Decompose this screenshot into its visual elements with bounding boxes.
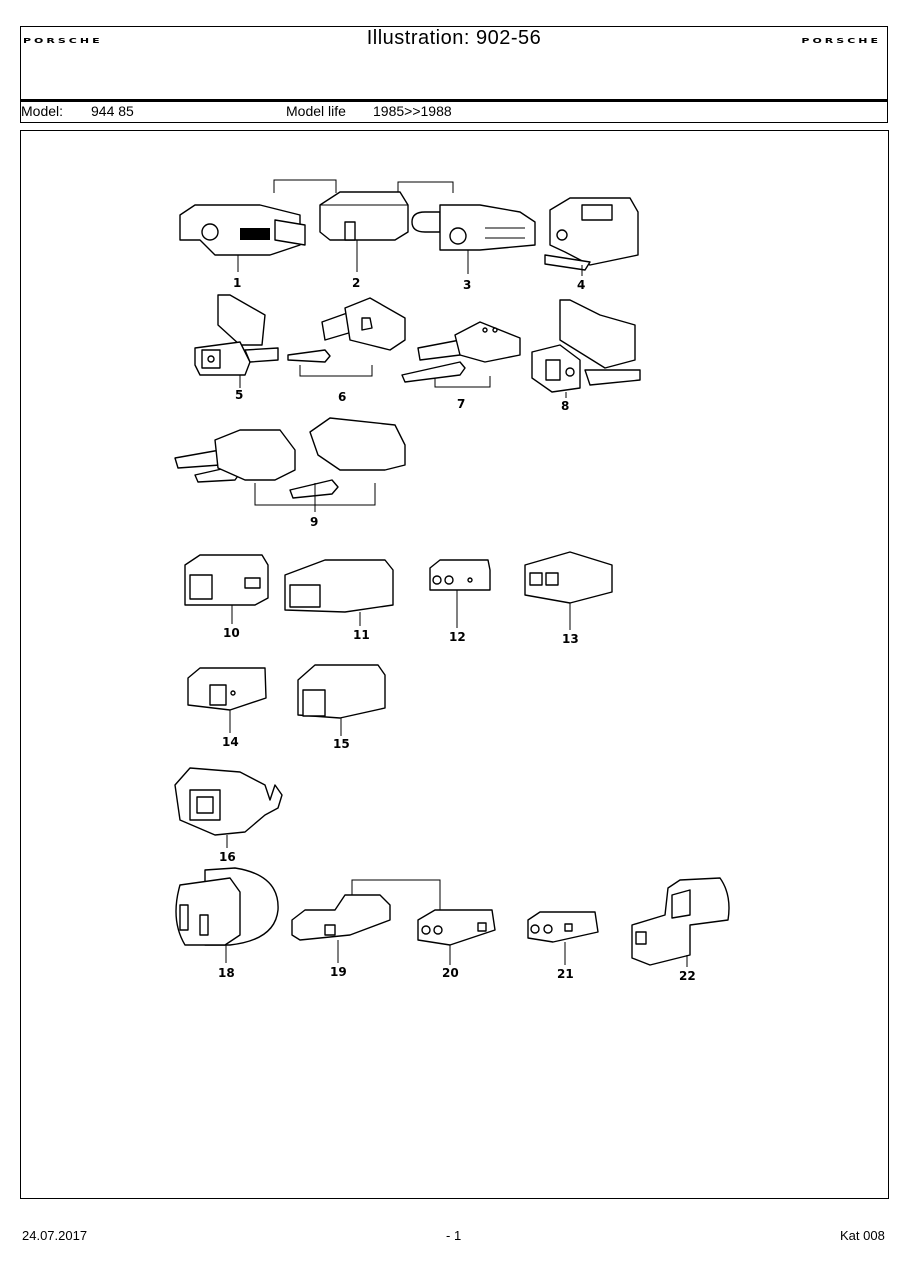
connector-part-8 (531, 299, 641, 393)
connector-part-19 (291, 894, 391, 941)
connector-part-4 (544, 197, 639, 271)
connector-part-14 (187, 667, 267, 711)
part-number-10: 10 (223, 626, 240, 640)
footer-catalog: Kat 008 (840, 1228, 885, 1243)
part-number-18: 18 (218, 966, 235, 980)
header-box: PORSCHE Illustration: 902-56 PORSCHE (20, 26, 888, 100)
part-number-14: 14 (222, 735, 239, 749)
part-number-20: 20 (442, 966, 459, 980)
part-number-8: 8 (561, 399, 569, 413)
part-number-15: 15 (333, 737, 350, 751)
connector-part-3 (411, 204, 536, 251)
model-life-value: 1985>>1988 (373, 103, 452, 119)
connector-part-5 (194, 294, 279, 376)
part-number-3: 3 (463, 278, 471, 292)
connector-part-6 (287, 297, 406, 363)
connector-part-7 (401, 321, 521, 383)
connector-part-22 (631, 877, 730, 966)
model-life-label: Model life (286, 103, 346, 119)
group-brackets (254, 179, 491, 910)
model-bar: Model: 944 85 Model life 1985>>1988 (20, 99, 888, 123)
part-number-11: 11 (353, 628, 370, 642)
part-number-6: 6 (338, 390, 346, 404)
part-number-4: 4 (577, 278, 585, 292)
footer-date: 24.07.2017 (22, 1228, 88, 1243)
connector-part-20 (417, 909, 496, 946)
connector-part-12 (429, 559, 491, 591)
porsche-logo-right: PORSCHE (801, 37, 881, 45)
part-number-9: 9 (310, 515, 318, 529)
connector-part-2 (319, 191, 409, 241)
part-number-7: 7 (457, 397, 465, 411)
connector-part-10 (184, 554, 269, 606)
model-label: Model: (21, 103, 64, 119)
connector-part-13 (524, 551, 613, 604)
part-number-16: 16 (219, 850, 236, 864)
part-number-22: 22 (679, 969, 696, 983)
page-title: Illustration: 902-56 (366, 27, 542, 49)
connector-part-1 (179, 204, 306, 256)
part-number-1: 1 (233, 276, 241, 290)
part-number-21: 21 (557, 967, 574, 981)
connector-part-15 (297, 664, 386, 719)
porsche-logo-left: PORSCHE (23, 37, 103, 45)
connector-part-21 (527, 911, 599, 943)
model-value: 944 85 (91, 103, 134, 119)
part-number-labels: 1 2 3 4 5 6 7 8 9 10 11 12 13 14 15 16 1… (218, 276, 696, 983)
part-number-13: 13 (562, 632, 579, 646)
connector-part-16 (174, 767, 283, 836)
part-number-2: 2 (352, 276, 360, 290)
part-number-12: 12 (449, 630, 466, 644)
connector-part-18 (175, 867, 279, 946)
footer-page-number: - 1 (446, 1228, 462, 1243)
connector-part-9 (174, 417, 406, 499)
part-number-5: 5 (235, 388, 243, 402)
connector-part-11 (284, 559, 394, 613)
part-number-19: 19 (330, 965, 347, 979)
leader-lines (225, 240, 688, 967)
illustration-frame (20, 130, 889, 1199)
